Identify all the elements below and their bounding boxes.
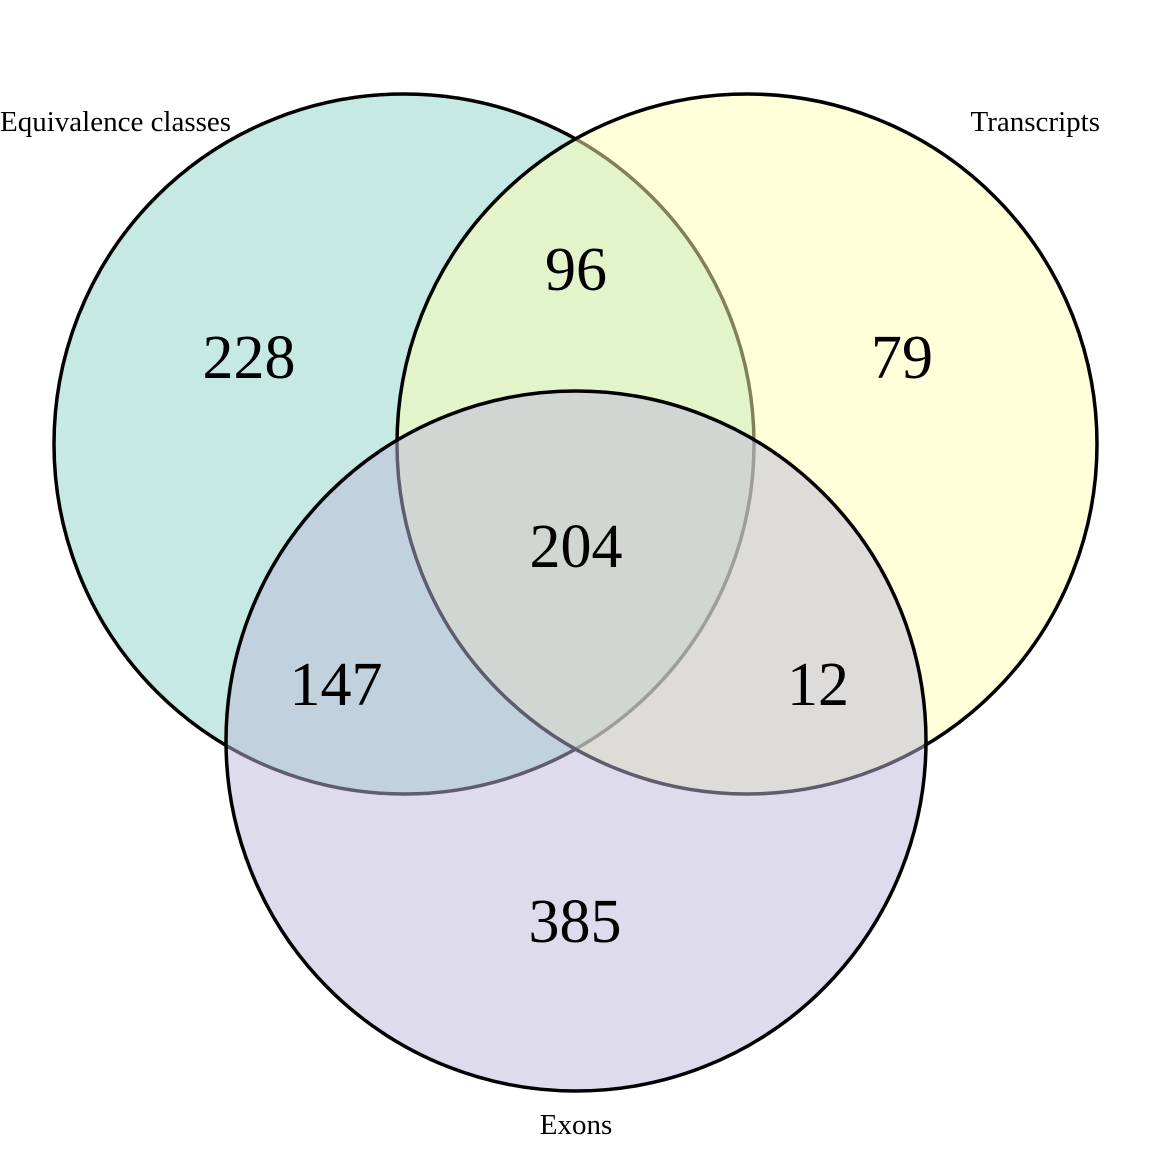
count-only-equivalence-classes: 228 <box>203 324 296 392</box>
count-transcripts-and-exons: 12 <box>787 651 849 719</box>
set-label-exons: Exons <box>540 1109 613 1141</box>
set-label-transcripts: Transcripts <box>971 106 1100 138</box>
set-label-equivalence-classes: Equivalence classes <box>0 106 231 138</box>
count-equivalence-classes-and-transcripts: 96 <box>545 236 607 304</box>
set-circle-exons <box>224 389 928 1093</box>
count-only-transcripts: 79 <box>871 324 933 392</box>
count-all-three: 204 <box>530 513 623 581</box>
count-equivalence-classes-and-exons: 147 <box>290 651 383 719</box>
count-only-exons: 385 <box>529 888 622 956</box>
